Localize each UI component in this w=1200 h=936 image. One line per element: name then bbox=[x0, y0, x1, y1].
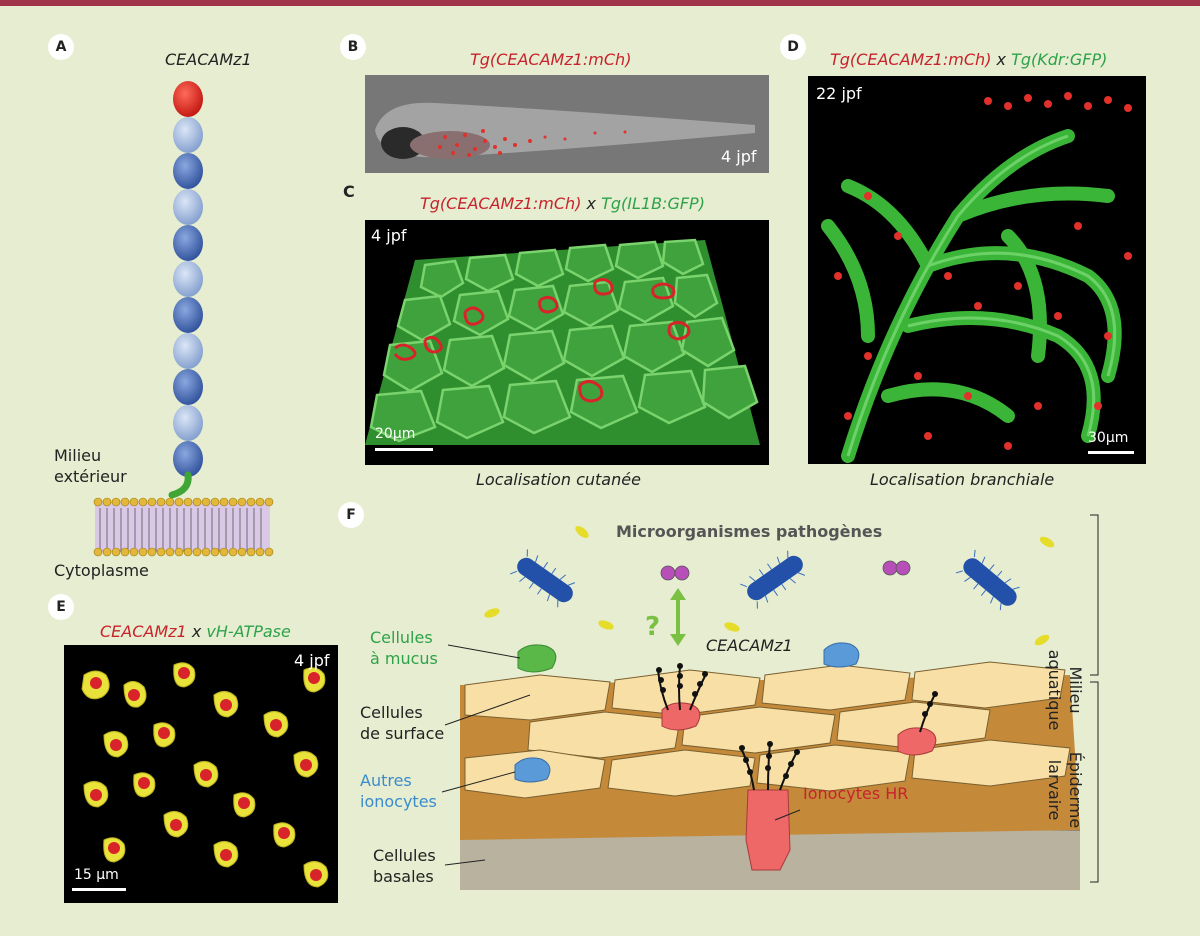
panel-d-scale-bar bbox=[1088, 451, 1134, 454]
top-accent-bar bbox=[0, 0, 1200, 6]
skin-3d-image: 4 jpf 20µm bbox=[365, 220, 769, 465]
question-mark-label: ? bbox=[645, 612, 661, 642]
epidermis-diagram bbox=[441, 514, 1099, 890]
ceacam-chains bbox=[656, 663, 938, 791]
other-ionocytes-label: Autres ionocytes bbox=[360, 771, 437, 811]
panel-c-badge: C bbox=[343, 182, 355, 201]
panel-c-title-red: Tg(CEACAMz1:mCh) bbox=[420, 194, 582, 213]
hr-ionocyte-right bbox=[897, 727, 937, 756]
panel-e-title-x: x bbox=[191, 622, 202, 641]
lipid-bilayer bbox=[93, 497, 274, 557]
panel-b-badge: B bbox=[340, 34, 366, 60]
panel-c-title: Tg(CEACAMz1:mCh) x Tg(IL1B:GFP) bbox=[420, 194, 705, 213]
zebrafish-larva-image: 4 jpf bbox=[365, 75, 769, 173]
cytoplasme-label: Cytoplasme bbox=[54, 561, 149, 580]
panel-d-caption: Localisation branchiale bbox=[870, 470, 1055, 489]
panel-d-title-x: x bbox=[996, 50, 1006, 69]
ionocyte-right bbox=[823, 642, 860, 668]
panel-a-badge: A bbox=[48, 34, 74, 60]
domain-ig-4 bbox=[173, 225, 203, 261]
panel-c-caption: Localisation cutanée bbox=[476, 470, 641, 489]
domain-ig-10 bbox=[173, 441, 203, 477]
panel-c-title-x: x bbox=[586, 194, 596, 213]
hr-ionocyte-deep bbox=[745, 789, 791, 871]
mucus-cell bbox=[517, 644, 557, 673]
panel-a-gene-label: CEACAMz1 bbox=[165, 50, 252, 69]
ceacam-protein-diagram bbox=[93, 81, 274, 557]
mucus-cells-label: Cellules à mucus bbox=[370, 628, 438, 668]
domain-ig-8 bbox=[173, 369, 203, 405]
domain-ig-2 bbox=[173, 153, 203, 189]
ionocytes-confocal-image: 4 jpf 15 µm bbox=[64, 645, 338, 903]
panel-f-badge: F bbox=[338, 502, 364, 528]
surface-cells-label: Cellules de surface bbox=[360, 703, 445, 743]
ionocyte-left bbox=[514, 757, 551, 783]
larval-epidermis-label: Épiderme larvaire bbox=[1045, 751, 1085, 829]
panel-c-title-green: Tg(IL1B:GFP) bbox=[601, 194, 705, 213]
panel-e-title-green: vH-ATPase bbox=[206, 622, 291, 641]
diplococci bbox=[660, 560, 911, 581]
panel-e-title: CEACAMz1 x vH-ATPase bbox=[100, 622, 291, 641]
panel-d-title: Tg(CEACAMz1:mCh) x Tg(Kdr:GFP) bbox=[830, 50, 1107, 69]
pathogens-label: Microorganismes pathogènes bbox=[616, 522, 883, 541]
panel-c-age: 4 jpf bbox=[371, 226, 407, 245]
panel-e-badge: E bbox=[48, 594, 74, 620]
milieu-exterieur-label: Milieu extérieur bbox=[54, 446, 127, 486]
panel-d-title-red: Tg(CEACAMz1:mCh) bbox=[830, 50, 992, 69]
side-brackets bbox=[1090, 514, 1099, 883]
panel-d-scale-label: 30µm bbox=[1088, 430, 1129, 446]
interaction-arrow bbox=[670, 588, 686, 646]
hr-ionocytes-label: Ionocytes HR bbox=[803, 784, 909, 803]
panel-c-scale-label: 20µm bbox=[375, 426, 416, 442]
domain-ig-1 bbox=[173, 117, 203, 153]
panel-b-title: Tg(CEACAMz1:mCh) bbox=[470, 50, 632, 69]
basal-cells-label: Cellules basales bbox=[373, 846, 436, 886]
panel-b-age: 4 jpf bbox=[721, 147, 757, 166]
domain-ig-3 bbox=[173, 189, 203, 225]
panel-e-title-red: CEACAMz1 bbox=[100, 622, 187, 641]
ceacam-label: CEACAMz1 bbox=[706, 636, 793, 655]
panel-e-scale-bar bbox=[72, 888, 126, 891]
domain-ig-5 bbox=[173, 261, 203, 297]
gpi-anchor bbox=[168, 471, 192, 499]
panel-e-age: 4 jpf bbox=[294, 651, 330, 670]
bacterium-rods bbox=[510, 549, 1020, 611]
domain-ig-6 bbox=[173, 297, 203, 333]
pointer-lines bbox=[441, 644, 801, 866]
domain-ig-9 bbox=[173, 405, 203, 441]
domain-n-terminal bbox=[173, 81, 203, 117]
panel-d-title-green: Tg(Kdr:GFP) bbox=[1011, 50, 1108, 69]
panel-c-scale-bar bbox=[375, 448, 433, 451]
yellow-bacteria bbox=[484, 526, 1055, 646]
gill-vasculature-image: 22 jpf 30µm bbox=[808, 76, 1146, 464]
panel-e-scale-label: 15 µm bbox=[74, 867, 119, 883]
panel-d-age: 22 jpf bbox=[816, 84, 862, 103]
domain-ig-7 bbox=[173, 333, 203, 369]
panel-d-badge: D bbox=[780, 34, 806, 60]
